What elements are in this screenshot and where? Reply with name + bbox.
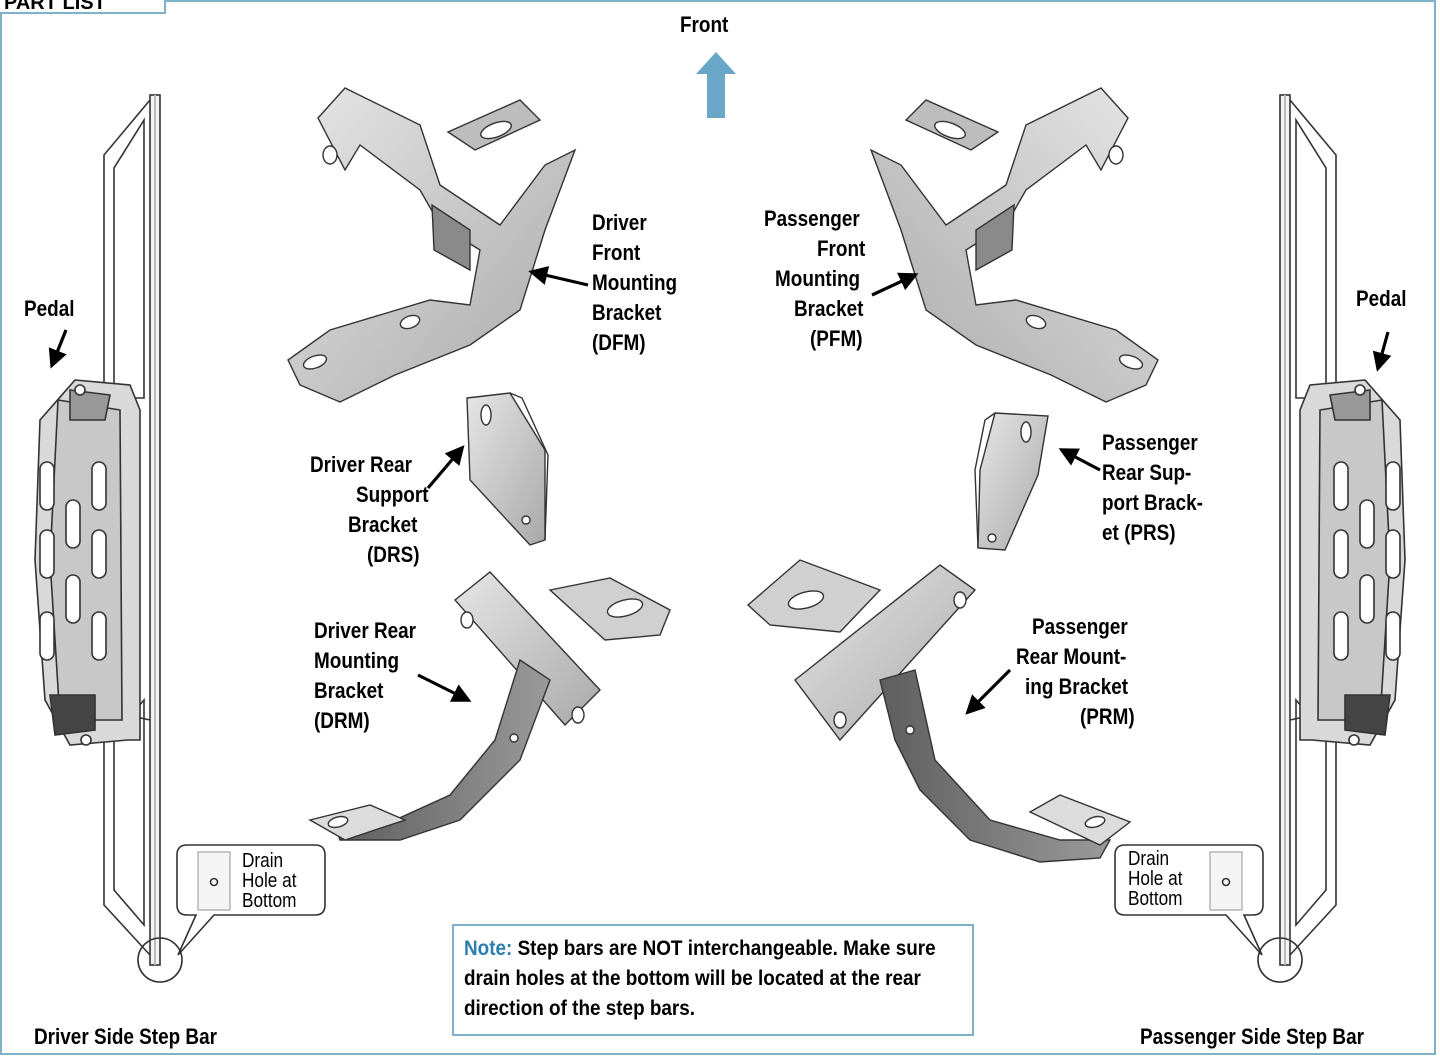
front-arrow-icon — [696, 52, 736, 118]
pedal-right-arrow — [1372, 331, 1392, 372]
note-box: Note: Step bars are NOT interchangeable.… — [452, 924, 974, 1036]
driver-pedal-label: Pedal — [24, 296, 75, 321]
pfm-arrow — [871, 272, 919, 297]
part-list-tab: PART LIST — [0, 0, 166, 14]
prm-bracket — [746, 559, 1132, 863]
drs-arrow — [426, 445, 465, 490]
prs-bracket — [974, 412, 1049, 551]
pfm-bracket — [869, 87, 1159, 403]
drs-bracket — [466, 392, 549, 546]
passenger-pedal-label: Pedal — [1356, 286, 1407, 311]
note-prefix: Note: — [464, 937, 513, 960]
pedal-left-arrow — [48, 329, 68, 369]
dfm-arrow — [528, 266, 589, 287]
prm-arrow — [965, 668, 1012, 715]
note-text: Step bars are NOT interchangeable. Make … — [464, 937, 936, 1020]
prs-arrow — [1058, 448, 1101, 472]
drm-bracket — [308, 571, 671, 841]
drm-arrow — [417, 673, 472, 702]
passenger-bar-caption: Passenger Side Step Bar — [1140, 1024, 1364, 1049]
front-label: Front — [680, 12, 729, 37]
passenger-step-bar — [1114, 94, 1406, 983]
driver-step-bar — [34, 94, 326, 983]
dfm-bracket — [287, 87, 577, 403]
driver-bar-caption: Driver Side Step Bar — [34, 1024, 217, 1049]
